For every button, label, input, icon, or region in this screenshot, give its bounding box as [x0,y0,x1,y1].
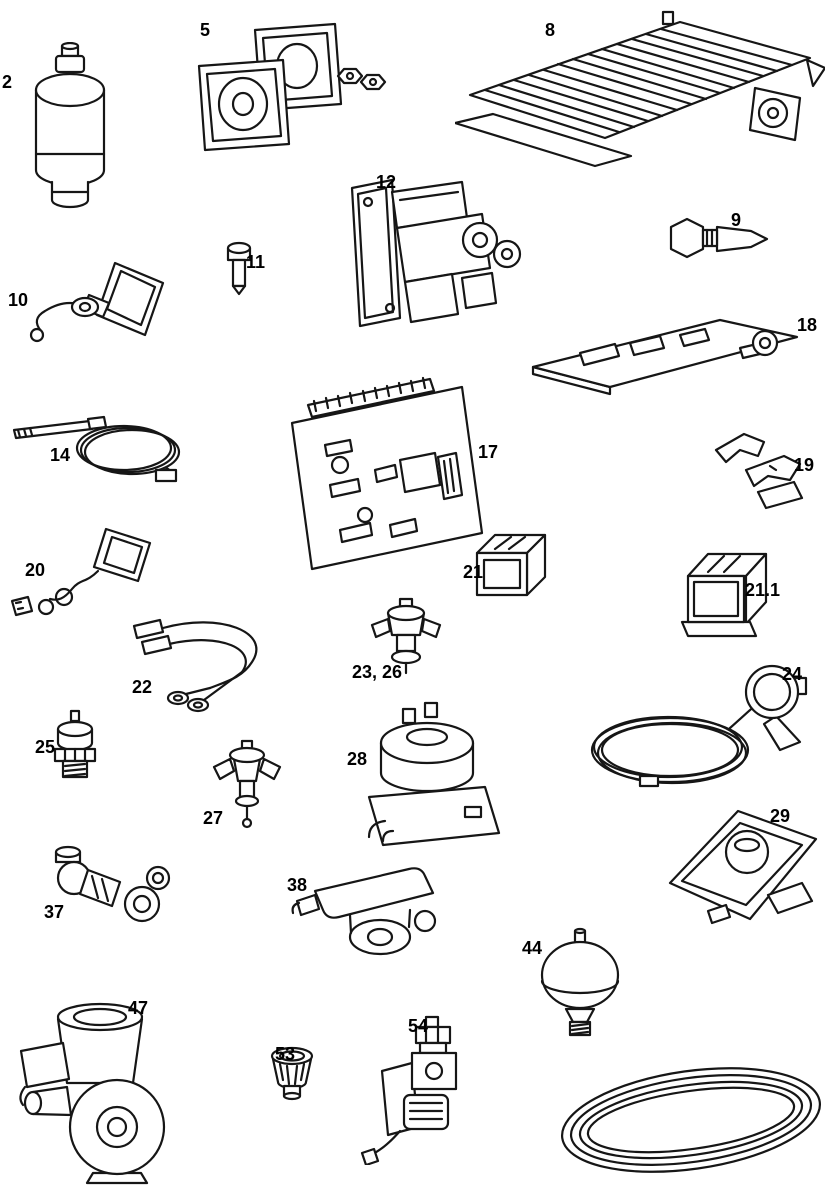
part-8-number: 8 [545,20,556,40]
part-18: 18 [525,305,817,405]
part-20: 20 [10,515,170,625]
part-14: 14 [8,400,188,485]
capillary-thermostat-illustration [12,415,181,483]
part-24-number: 24 [782,664,803,684]
part-11: 11 [210,238,270,298]
sight-glass-plates-illustration [197,22,387,152]
temperature-probe-illustration [53,709,97,779]
sensor-with-cable-illustration [10,527,152,617]
part-22-number: 22 [132,677,153,697]
part-12-number: 12 [376,172,397,192]
part-28: 28 [345,695,505,860]
part-47-number: 47 [128,998,149,1018]
part-53: 53 [262,1040,322,1115]
part-17: 17 [280,365,498,580]
part-10-number: 10 [8,290,29,310]
relay-block-illustration [475,533,547,597]
mounting-clips-illustration [714,432,804,510]
valve-fitting-illustration [54,845,171,923]
gasket-ring-illustration [560,1067,822,1173]
heat-exchanger-illustration [455,10,825,168]
part-38-number: 38 [287,875,308,895]
pressure-switch-illustration [367,701,501,847]
clip-thermostat-illustration [212,739,282,829]
capillary-coil-sensor-illustration [590,664,808,788]
part-12: 12 [330,170,535,350]
part-22: 22 [130,610,285,715]
part-17-number: 17 [478,442,499,462]
part-21: 21 [455,525,565,605]
cable-harness-illustration [132,618,258,713]
part-25-number: 25 [35,737,56,757]
part-23-26-number: 23, 26 [352,662,403,682]
part-53-number: 53 [275,1044,296,1064]
part-ring-gasket [545,1058,833,1186]
grommet-illustration [270,1046,314,1101]
part-14-number: 14 [50,445,71,465]
part-2-number: 2 [2,72,13,92]
part-24: 24 [580,650,810,805]
part-10: 10 [8,245,175,365]
hydraulic-block-illustration [291,867,437,956]
part-21-number: 21 [463,562,484,582]
small-expansion-vessel-illustration [540,927,620,1037]
part-37: 37 [40,840,175,935]
part-21-1: 21.1 [670,540,800,640]
part-54-number: 54 [408,1016,429,1036]
part-9-number: 9 [731,210,742,230]
circulation-pump-illustration [19,1002,166,1185]
part-19: 19 [700,420,815,525]
part-29-number: 29 [770,806,791,826]
gas-valve-illustration [350,178,522,328]
relay-block-variant-illustration [680,552,768,638]
part-2: 2 [2,42,123,227]
part-21-1-number: 21.1 [745,580,781,600]
part-18-number: 18 [797,315,818,335]
part-19-number: 19 [794,455,815,475]
clip-on-thermostat-illustration [370,597,442,675]
part-5-number: 5 [200,20,211,40]
expansion-bottle-illustration [34,42,106,209]
part-54: 54 [360,1015,495,1165]
part-23-26: 23, 26 [350,595,465,690]
part-25: 25 [30,705,120,795]
part-20-number: 20 [25,560,46,580]
small-circuit-board-illustration [531,318,799,396]
part-27-number: 27 [203,808,224,828]
solenoid-valve-illustration [360,1015,458,1165]
main-control-board-illustration [290,376,484,571]
part-9: 9 [655,205,775,275]
part-38: 38 [285,855,450,965]
part-37-number: 37 [44,902,65,922]
bolt-illustration [226,241,252,296]
ignition-electrode-illustration [29,261,165,343]
part-27: 27 [200,735,295,835]
part-8: 8 [455,10,825,195]
part-5: 5 [185,18,395,178]
part-29: 29 [650,795,825,955]
part-11-number: 11 [246,252,266,272]
part-44-number: 44 [522,938,543,958]
part-44: 44 [520,925,640,1040]
air-chamber-cover-illustration [668,809,818,925]
sensor-plug-illustration [669,217,769,259]
part-47: 47 [15,995,195,1185]
part-28-number: 28 [347,749,368,769]
